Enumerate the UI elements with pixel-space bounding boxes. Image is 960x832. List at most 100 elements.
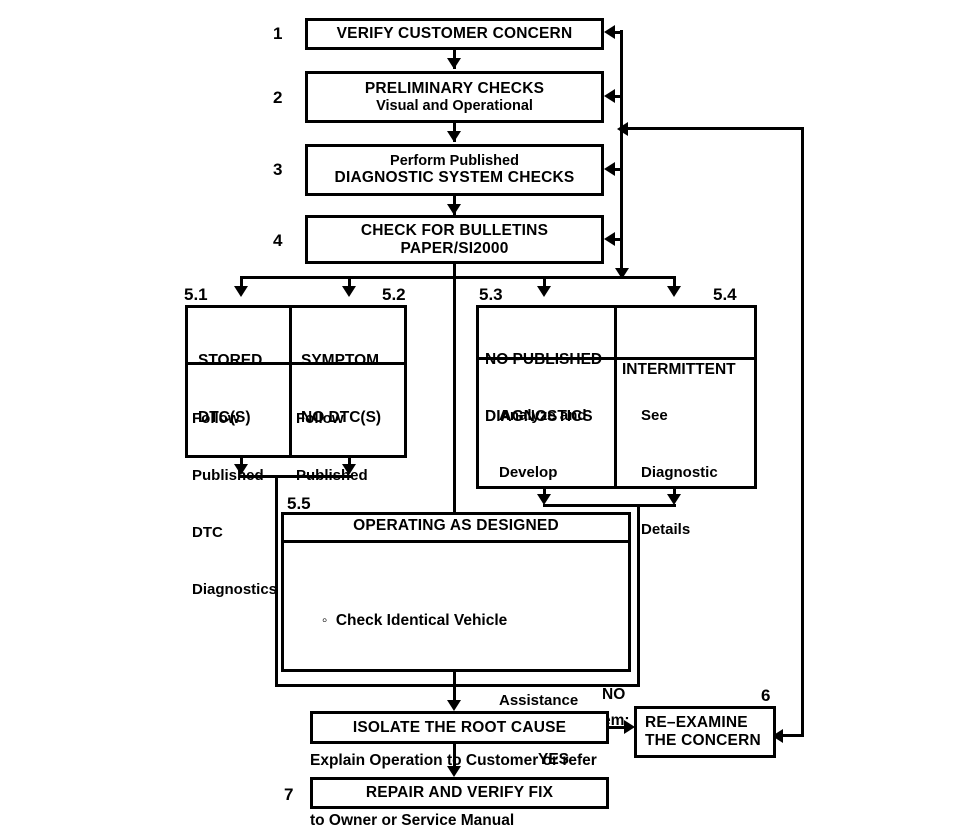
- no-path-line: [609, 726, 628, 729]
- header-separator-5-4: [614, 357, 757, 360]
- node-preliminary-checks[interactable]: PRELIMINARY CHECKS Visual and Operationa…: [305, 71, 604, 123]
- bullet-2-line-2: Explain Operation to Customer or refer: [310, 752, 597, 769]
- branch-number-5-2: 5.2: [382, 285, 406, 304]
- return-line-to-spine: [626, 127, 804, 130]
- node-diagnostic-system-checks-text: Perform Published DIAGNOSTIC SYSTEM CHEC…: [308, 153, 601, 187]
- step-number-2: 2: [273, 88, 283, 107]
- step-number-7: 7: [284, 785, 294, 804]
- connector-4-down: [453, 264, 456, 276]
- node-diagnostic-system-checks-line1: Perform Published: [390, 153, 519, 169]
- branch-5-4-header-line1: INTERMITTENT: [622, 361, 736, 378]
- branch-5-4-body-line3: Details: [641, 521, 691, 538]
- divider-5-3-5-4: [614, 305, 617, 489]
- collector-bar-right: [543, 504, 676, 507]
- arrow-out-5-3: [537, 494, 551, 505]
- arrow-spine-to-branch-bar: [615, 268, 629, 279]
- branch-5-1-body-line3: DTC: [192, 524, 223, 541]
- arrow-feedback-into-1: [604, 25, 615, 39]
- branch-5-1-header-line1: STORED: [198, 352, 263, 369]
- right-bracket-vertical: [637, 504, 640, 687]
- branch-5-3-header-line1: NO PUBLISHED: [485, 351, 603, 368]
- feedback-spine-vertical: [620, 30, 623, 278]
- node-re-examine-the-concern-text: RE–EXAMINE THE CONCERN: [637, 714, 773, 750]
- node-re-examine-line1: RE–EXAMINE: [645, 714, 748, 731]
- step-number-6: 6: [761, 686, 771, 705]
- divider-5-1-5-2: [289, 305, 292, 458]
- node-re-examine-the-concern[interactable]: RE–EXAMINE THE CONCERN: [634, 706, 776, 758]
- branch-bar-right: [453, 276, 676, 279]
- step-number-4: 4: [273, 231, 283, 250]
- step-number-3: 3: [273, 160, 283, 179]
- branch-5-3-header-line2: DIAGNOSTICS: [485, 408, 593, 425]
- bullet-1-line-1: Check Identical Vehicle: [335, 612, 508, 629]
- node-operating-as-designed-title: OPERATING AS DESIGNED: [353, 517, 559, 534]
- node-operating-as-designed[interactable]: [281, 512, 631, 672]
- merge-down-to-isolate: [453, 684, 456, 706]
- arrow-yes-path: [447, 766, 461, 777]
- group-left-branches: [185, 305, 407, 458]
- no-label: NO: [602, 686, 626, 703]
- branch-5-2-header-line1: SYMPTOM: [301, 352, 380, 369]
- arrow-branch-5-1: [234, 286, 248, 297]
- node-diagnostic-system-checks[interactable]: Perform Published DIAGNOSTIC SYSTEM CHEC…: [305, 144, 604, 196]
- arrow-feedback-into-2: [604, 89, 615, 103]
- node-check-for-bulletins-text: CHECK FOR BULLETINS PAPER/SI2000: [308, 222, 601, 258]
- branch-5-4-body-line1: See: [641, 407, 668, 424]
- yes-path-line: [453, 744, 456, 774]
- arrow-feedback-into-4: [604, 232, 615, 246]
- operating-as-designed-title-separator: [281, 540, 631, 543]
- branch-5-3-body-line6: Assistance: [499, 692, 579, 709]
- node-preliminary-checks-line2: Visual and Operational: [376, 98, 533, 114]
- arrow-out-5-4: [667, 494, 681, 505]
- bullet-icon: ◦: [321, 612, 328, 629]
- branch-5-1-body-line1: Follow: [192, 410, 240, 427]
- node-verify-customer-concern-label: VERIFY CUSTOMER CONCERN: [336, 25, 573, 42]
- arrow-branch-5-4: [667, 286, 681, 297]
- node-verify-customer-concern[interactable]: VERIFY CUSTOMER CONCERN: [305, 18, 604, 50]
- feedback-branch-to-2: [612, 95, 623, 98]
- step-number-1: 1: [273, 24, 283, 43]
- branch-5-4-body: See Diagnostic Details: [641, 368, 751, 577]
- branch-5-3-body-line1: Analyze and: [499, 407, 587, 424]
- branch-5-4-header: INTERMITTENT: [622, 322, 754, 417]
- feedback-branch-to-1: [612, 31, 623, 34]
- branch-stub-5-2: [348, 276, 351, 290]
- branch-5-1-header: STORED DTC(S): [198, 313, 286, 465]
- node-preliminary-checks-line1: PRELIMINARY CHECKS: [364, 80, 545, 97]
- node-diagnostic-system-checks-line2: DIAGNOSTIC SYSTEM CHECKS: [334, 169, 575, 186]
- node-re-examine-line2: THE CONCERN: [645, 732, 761, 749]
- node-check-for-bulletins-line2: PAPER/SI2000: [400, 239, 509, 257]
- arrow-branch-5-2: [342, 286, 356, 297]
- node-repair-and-verify-fix[interactable]: REPAIR AND VERIFY FIX: [310, 777, 609, 809]
- node-check-for-bulletins-line1: CHECK FOR BULLETINS: [360, 221, 549, 239]
- node-check-for-bulletins[interactable]: CHECK FOR BULLETINS PAPER/SI2000: [305, 215, 604, 264]
- arrow-2-to-3: [447, 131, 461, 142]
- arrow-branch-5-3: [537, 286, 551, 297]
- arrow-into-reexamine-right: [772, 729, 783, 743]
- branch-5-3-body-line2: Develop: [499, 464, 558, 481]
- branch-stub-5-3: [543, 276, 546, 290]
- arrow-out-5-1: [234, 464, 248, 475]
- arrow-return-into-spine: [617, 122, 628, 136]
- bracket-bottom-bar: [275, 684, 640, 687]
- arrow-no-path: [624, 720, 635, 734]
- feedback-branch-to-4: [612, 238, 623, 241]
- arrow-3-to-4: [447, 204, 461, 215]
- center-passthrough-line: [453, 276, 456, 684]
- node-isolate-the-root-cause[interactable]: ISOLATE THE ROOT CAUSE: [310, 711, 609, 744]
- arrow-feedback-into-3: [604, 162, 615, 176]
- branch-number-5-1: 5.1: [184, 285, 208, 304]
- feedback-branch-to-3: [612, 168, 623, 171]
- node-preliminary-checks-text: PRELIMINARY CHECKS Visual and Operationa…: [308, 80, 601, 114]
- branch-stub-5-1: [240, 276, 243, 290]
- branch-5-2-header-line2: NO DTC(S): [301, 409, 382, 426]
- branch-number-5-5: 5.5: [287, 494, 311, 513]
- branch-number-5-4: 5.4: [713, 285, 737, 304]
- yes-label: YES: [538, 751, 570, 768]
- node-repair-and-verify-fix-label: REPAIR AND VERIFY FIX: [365, 784, 554, 801]
- reexamine-riser-foot: [781, 734, 804, 737]
- header-separator-5-2: [289, 362, 407, 365]
- node-isolate-the-root-cause-label: ISOLATE THE ROOT CAUSE: [352, 718, 567, 736]
- arrow-into-isolate: [447, 700, 461, 711]
